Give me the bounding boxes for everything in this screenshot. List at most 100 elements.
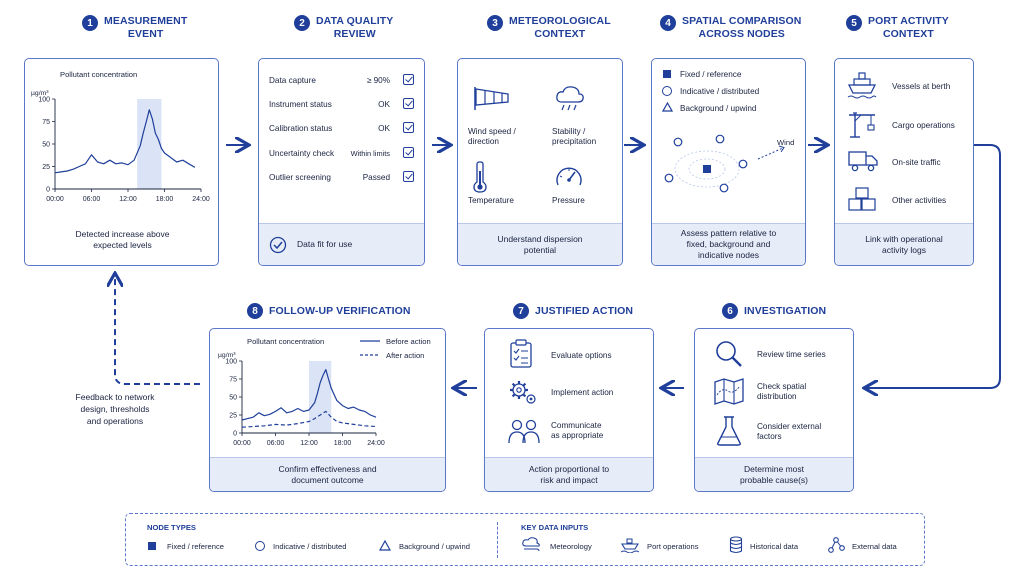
ship-icon: [847, 72, 877, 99]
legend-node-label: Background / upwind: [399, 542, 470, 551]
step-3-card: Wind speed /direction Stability /precipi…: [457, 58, 623, 266]
step-6-number: 6: [722, 303, 738, 319]
network-nodes-icon: [828, 537, 845, 553]
y-tick-label: 100: [225, 359, 237, 366]
checkbox-checked-icon: [403, 74, 414, 85]
qc-value: OK: [378, 100, 390, 109]
boxes-icon: [848, 187, 876, 211]
qc-value: ≥ 90%: [366, 76, 390, 85]
x-tick-label: 00:00: [46, 196, 64, 203]
step-2-footer-text: Data fit for use: [297, 239, 353, 249]
map-icon: [714, 378, 744, 405]
y-tick-label: 75: [229, 377, 237, 384]
x-tick-label: 00:00: [233, 440, 251, 447]
step-2-card: Data capture ≥ 90% Instrument status OK …: [258, 58, 425, 266]
checkbox-checked-icon: [403, 98, 414, 109]
inputs-title: KEY DATA INPUTS: [521, 523, 589, 532]
windsock-icon: [474, 87, 509, 110]
y-tick-label: 25: [229, 413, 237, 420]
qc-label: Outlier screening: [269, 173, 331, 182]
step-8-card: Pollutant concentration Before action Af…: [209, 328, 446, 492]
people-icon: [508, 419, 540, 444]
input-label: External data: [852, 542, 897, 551]
indicative-node-icon: [255, 541, 265, 551]
qc-value: OK: [378, 124, 390, 133]
chart-2-title: Pollutant concentration: [247, 337, 325, 346]
legend-node-label: Indicative / distributed: [273, 542, 347, 551]
step-8-header: 8 FOLLOW-UP VERIFICATION: [247, 303, 411, 319]
y-unit-label: µg/m³: [31, 90, 49, 97]
gauge-icon: [556, 167, 582, 186]
qc-value: Passed: [362, 173, 390, 182]
x-tick-label: 06:00: [83, 196, 101, 203]
qc-label: Instrument status: [269, 100, 332, 109]
step-7-card: Evaluate options Implement action Commun…: [484, 328, 654, 492]
fixed-node-icon: [663, 70, 671, 78]
met-label: Stability /precipitation: [552, 127, 597, 146]
background-node-icon: [662, 102, 673, 112]
x-tick-label: 12:00: [119, 196, 137, 203]
qc-label: Uncertainty check: [269, 149, 335, 158]
y-tick-label: 100: [38, 97, 50, 104]
feedback-arrow: [115, 275, 200, 385]
highlight-band: [309, 361, 332, 433]
indicative-node-icon: [662, 86, 672, 96]
qc-label: Data capture: [269, 76, 316, 85]
y-tick-label: 75: [42, 119, 50, 126]
legend-dashed-line: [360, 354, 380, 356]
series-after-line: [241, 410, 377, 428]
ship-icon: [620, 538, 640, 553]
x-tick-label: 18:00: [334, 440, 352, 447]
clipboard-checklist-icon: [510, 339, 532, 368]
step-2-footer: Data fit for use: [259, 223, 424, 265]
fixed-node-icon: [148, 542, 156, 550]
y-unit-label: µg/m³: [218, 352, 236, 359]
background-node-icon: [379, 540, 391, 551]
magnifier-icon: [716, 341, 742, 367]
y-tick-label: 50: [42, 142, 50, 149]
port-activity-label: Cargo operations: [892, 121, 955, 130]
legend-before-label: Before action: [386, 337, 431, 346]
x-tick-label: 24:00: [367, 440, 385, 447]
action-label: Evaluate options: [551, 351, 612, 360]
met-label: Pressure: [552, 196, 585, 205]
x-tick-label: 18:00: [156, 196, 174, 203]
truck-icon: [848, 151, 878, 172]
step-6-title: INVESTIGATION: [744, 304, 827, 317]
cloud-rain-icon: [556, 86, 584, 111]
legend-node-label: Fixed / reference: [167, 542, 224, 551]
y-tick-label: 25: [42, 164, 50, 171]
input-label: Historical data: [750, 542, 799, 551]
step-5-number: 5: [846, 15, 862, 31]
node-map: [664, 134, 785, 193]
series-line: [241, 369, 377, 421]
checkbox-checked-icon: [403, 171, 414, 182]
flask-icon: [717, 416, 741, 446]
y-tick-label: 50: [229, 395, 237, 402]
crane-icon: [849, 112, 875, 138]
legend-panel: NODE TYPES Fixed / reference Indicative …: [125, 513, 925, 566]
step-1-number: 1: [82, 15, 98, 31]
investigation-label: Review time series: [757, 350, 826, 359]
action-label: Implement action: [551, 388, 614, 397]
step-8-title: FOLLOW-UP VERIFICATION: [269, 304, 411, 317]
qc-value: Within limits: [350, 149, 390, 158]
